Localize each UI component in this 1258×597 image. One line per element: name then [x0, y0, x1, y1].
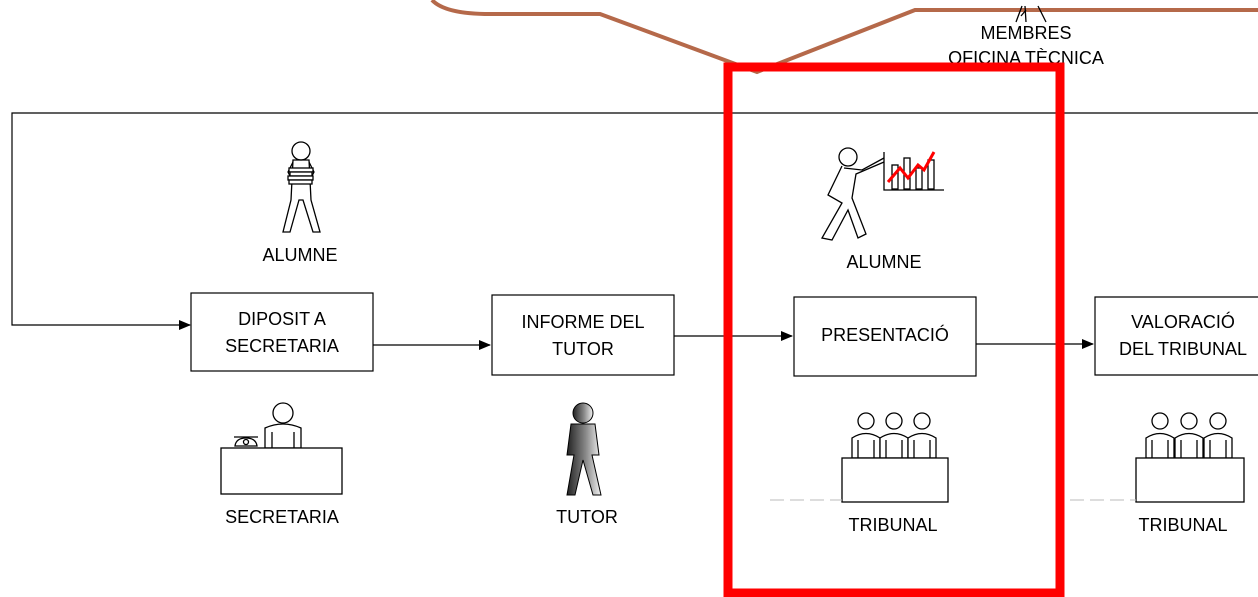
callout-shape	[430, 0, 1258, 75]
step-presentacio-box	[793, 296, 977, 377]
step-informe-box	[491, 294, 675, 376]
actor-tribunal-2: TRIBUNAL	[1138, 515, 1227, 535]
step-informe-line2: TUTOR	[552, 339, 614, 359]
actor-alumne-2: ALUMNE	[846, 252, 921, 272]
top-label-line1: MEMBRES	[980, 23, 1071, 43]
actor-secretaria: SECRETARIA	[225, 507, 339, 527]
membres-figure-icon	[1015, 5, 1047, 23]
secretary-desk-icon	[220, 402, 343, 495]
feedback-loop-connector	[11, 112, 1258, 330]
tribunal-panel-icon-2	[1135, 412, 1245, 503]
student-books-icon	[282, 141, 321, 233]
step-valoracio-box	[1094, 296, 1258, 376]
step-valoracio-line1: VALORACIÓ	[1131, 311, 1235, 332]
actor-tutor: TUTOR	[556, 507, 618, 527]
highlight-frame	[723, 62, 1065, 597]
step-diposit-line2: SECRETARIA	[225, 336, 339, 356]
step-diposit-box	[190, 292, 374, 372]
step-informe-line1: INFORME DEL	[521, 312, 644, 332]
tribunal-panel-icon-1	[841, 412, 949, 503]
tutor-person-icon	[566, 402, 602, 496]
step-valoracio-line2: DEL TRIBUNAL	[1119, 339, 1247, 359]
actor-tribunal-1: TRIBUNAL	[848, 515, 937, 535]
actor-alumne-1: ALUMNE	[262, 245, 337, 265]
step-diposit-line1: DIPOSIT A	[238, 309, 326, 329]
student-presenting-icon	[820, 147, 944, 241]
step-presentacio-line1: PRESENTACIÓ	[821, 324, 949, 345]
